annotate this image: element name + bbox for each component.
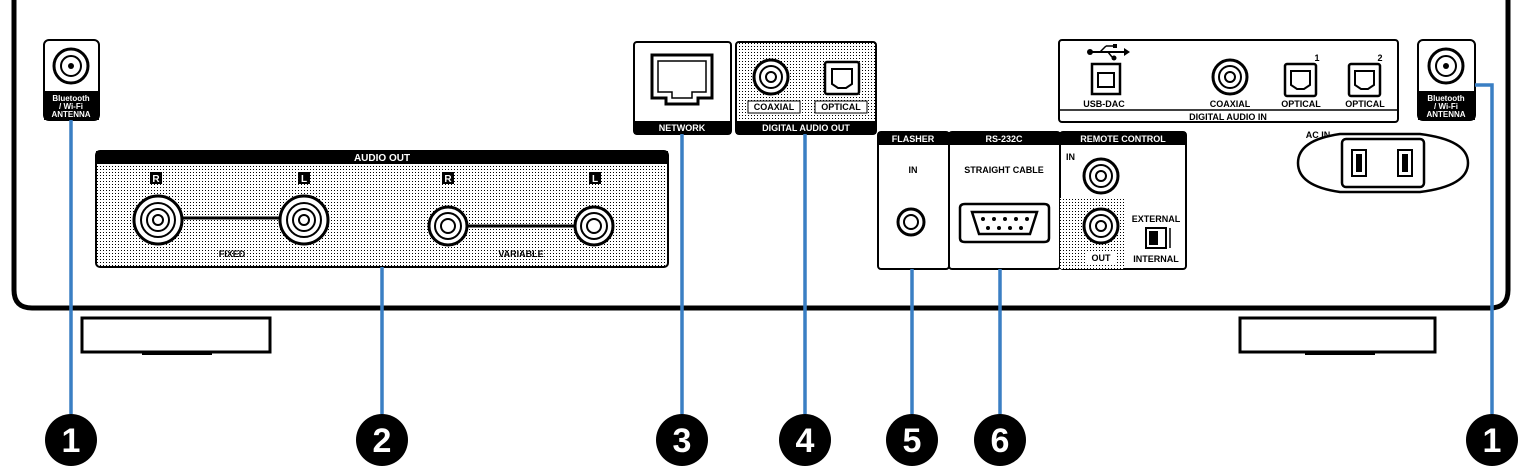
internal-label: INTERNAL — [1133, 254, 1179, 264]
external-internal-switch — [1145, 227, 1171, 249]
rs232c-title: RS-232C — [985, 134, 1023, 144]
audio-out-title: AUDIO OUT — [354, 153, 410, 164]
antenna-right-terminal: Bluetooth / Wi-Fi ANTENNA — [1417, 39, 1476, 121]
svg-text:4: 4 — [796, 422, 815, 460]
coaxial-in-label: COAXIAL — [1210, 99, 1251, 109]
network-label: NETWORK — [659, 123, 706, 133]
optical-out-port — [823, 60, 861, 96]
optical-out-label: OPTICAL — [821, 102, 861, 112]
svg-text:2: 2 — [373, 422, 392, 460]
antenna-right-line3: ANTENNA — [1426, 110, 1465, 119]
straight-cable-label: STRAIGHT CABLE — [964, 165, 1044, 175]
antenna-right-line2: / Wi-Fi — [1434, 102, 1458, 111]
svg-text:1: 1 — [62, 422, 81, 460]
optical-in-1-label: OPTICAL — [1281, 99, 1321, 109]
remote-control-panel: REMOTE CONTROL IN OUT EXTERNAL INTERNAL — [1059, 131, 1187, 270]
coaxial-in-jack — [1211, 58, 1249, 96]
optical-1-number: 1 — [1314, 53, 1319, 63]
optical-in-1-port — [1283, 62, 1318, 98]
callout-badge-1-left: 1 — [45, 414, 97, 466]
callout-badge-6: 6 — [974, 414, 1026, 466]
antenna-left-terminal: Bluetooth / Wi-Fi ANTENNA — [43, 39, 100, 121]
fixed-label: FIXED — [219, 249, 246, 259]
ac-in-label: AC IN — [1306, 130, 1331, 140]
remote-control-title: REMOTE CONTROL — [1080, 134, 1166, 144]
digital-audio-out-title: DIGITAL AUDIO OUT — [762, 123, 850, 133]
svg-text:R: R — [444, 174, 452, 185]
svg-text:3: 3 — [673, 422, 692, 460]
usb-icon — [1087, 44, 1130, 61]
rca-fixed-r-jack — [132, 194, 184, 246]
digital-audio-out-panel: COAXIAL OPTICAL DIGITAL AUDIO OUT — [735, 41, 877, 135]
antenna-left-line1: Bluetooth — [52, 94, 89, 103]
remote-out-jack — [1082, 207, 1120, 245]
remote-in-jack — [1082, 157, 1120, 195]
usb-dac-label: USB-DAC — [1083, 99, 1125, 109]
antenna-left-line2: / Wi-Fi — [59, 102, 83, 111]
flasher-panel: FLASHER IN — [877, 131, 950, 270]
channel-l-badge: L — [298, 172, 310, 185]
callout-badge-5: 5 — [886, 414, 938, 466]
svg-text:6: 6 — [991, 422, 1010, 460]
remote-out-label: OUT — [1092, 253, 1112, 263]
rs232c-panel: RS-232C STRAIGHT CABLE — [948, 131, 1061, 270]
callout-badge-2: 2 — [356, 414, 408, 466]
remote-in-label: IN — [1066, 152, 1075, 162]
flasher-in-jack — [896, 207, 926, 237]
optical-in-2-port — [1347, 62, 1382, 98]
callout-line-1-right — [1475, 83, 1494, 414]
foot-right — [1238, 316, 1437, 355]
flasher-in-label: IN — [909, 165, 918, 175]
channel-l-badge: L — [589, 172, 601, 185]
antenna-left-line3: ANTENNA — [51, 110, 90, 119]
optical-in-2-label: OPTICAL — [1345, 99, 1385, 109]
rca-variable-l-jack — [573, 205, 615, 247]
external-label: EXTERNAL — [1132, 214, 1181, 224]
optical-2-number: 2 — [1377, 53, 1382, 63]
usb-dac-port — [1090, 62, 1122, 96]
svg-text:5: 5 — [903, 422, 922, 460]
ac-inlet — [1296, 132, 1470, 194]
svg-text:1: 1 — [1483, 422, 1502, 460]
variable-label: VARIABLE — [498, 249, 543, 259]
audio-out-panel: AUDIO OUT R L R L — [95, 150, 669, 268]
svg-text:R: R — [152, 174, 160, 185]
callout-lines — [69, 83, 1494, 414]
callout-badge-4: 4 — [779, 414, 831, 466]
antenna-right-line1: Bluetooth — [1427, 94, 1464, 103]
foot-left — [80, 316, 272, 355]
digital-audio-in-panel: USB-DAC COAXIAL 1 OPTICAL 2 OPTICAL DIGI… — [1058, 39, 1399, 123]
rca-variable-r-jack — [427, 205, 469, 247]
svg-text:L: L — [592, 174, 598, 185]
coaxial-out-label: COAXIAL — [754, 102, 795, 112]
svg-text:L: L — [301, 174, 307, 185]
callout-badge-3: 3 — [656, 414, 708, 466]
network-port: NETWORK — [633, 41, 732, 135]
digital-audio-in-title: DIGITAL AUDIO IN — [1189, 112, 1267, 122]
channel-r-badge: R — [150, 172, 162, 185]
dsub9-connector — [958, 202, 1051, 244]
rca-fixed-l-jack — [278, 194, 330, 246]
chassis-outline — [11, 0, 1511, 311]
flasher-title: FLASHER — [892, 134, 935, 144]
channel-r-badge: R — [442, 172, 454, 185]
coaxial-out-jack — [752, 58, 790, 96]
callout-badge-1-right: 1 — [1466, 414, 1518, 466]
